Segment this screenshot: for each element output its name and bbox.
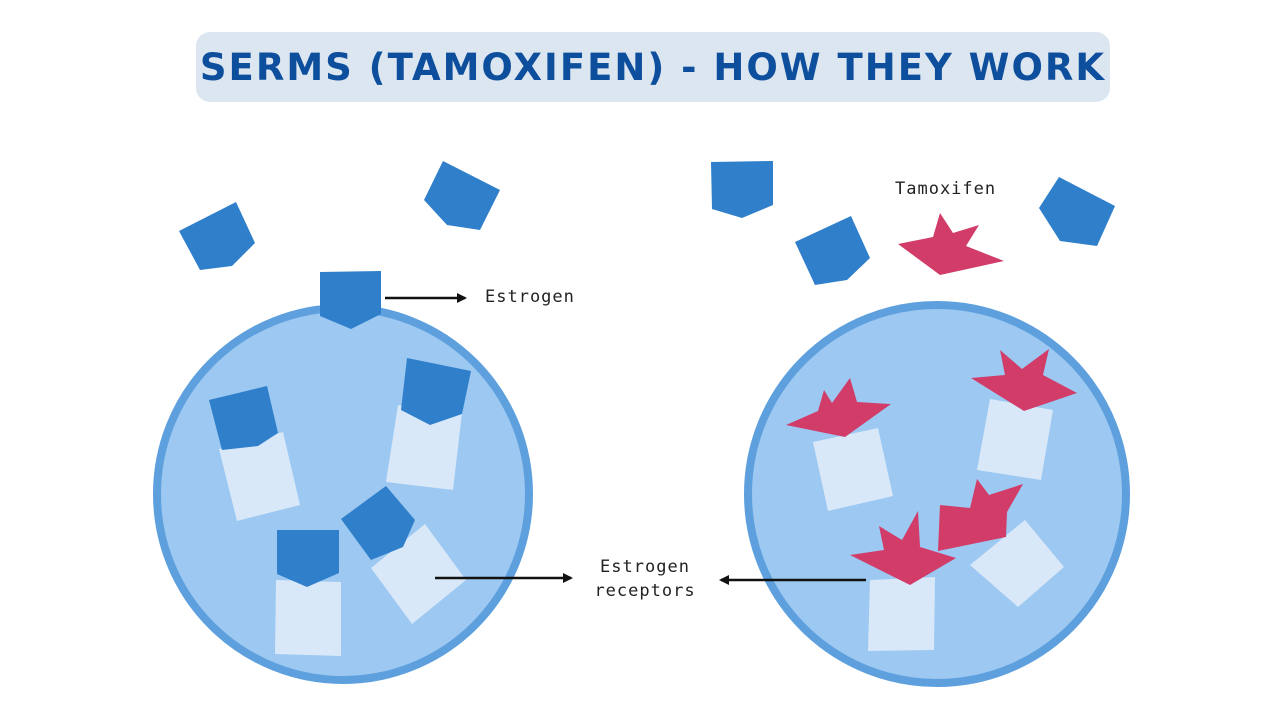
tamoxifen-molecule-bound — [850, 511, 956, 585]
estrogen-receptor — [813, 428, 893, 511]
estrogen-receptor — [970, 520, 1064, 607]
tamoxifen-molecule-bound — [786, 378, 891, 437]
estrogen-molecule-bound — [277, 530, 339, 587]
cell-right — [744, 301, 1130, 687]
estrogen-molecule — [711, 161, 773, 218]
estrogen-molecule — [179, 202, 255, 270]
title-banner: SERMS (TAMOXIFEN) - HOW THEY WORK — [196, 32, 1110, 102]
receptors-label-line2: receptors — [594, 581, 695, 601]
tamoxifen-molecule — [898, 213, 1004, 275]
receptor-group-right — [786, 349, 1077, 651]
estrogen-receptor — [219, 432, 300, 521]
estrogen-molecule-bound — [401, 358, 471, 425]
free-molecules-right — [711, 161, 1115, 285]
cell-left — [153, 304, 533, 684]
free-estrogen-molecules-left — [179, 161, 500, 270]
tamoxifen-label: Tamoxifen — [895, 179, 996, 199]
estrogen-label: Estrogen — [485, 287, 575, 307]
estrogen-receptor — [868, 577, 935, 651]
estrogen-receptor — [275, 580, 341, 656]
estrogen-receptor — [386, 405, 462, 490]
tamoxifen-molecule-bound — [938, 479, 1023, 551]
tamoxifen-molecule-bound — [971, 349, 1077, 411]
estrogen-molecule-labeled — [320, 271, 381, 329]
estrogen-molecule-bound — [209, 386, 278, 450]
estrogen-receptor — [977, 399, 1053, 480]
estrogen-molecule — [795, 216, 870, 285]
estrogen-molecule — [1039, 177, 1115, 246]
diagram-title: SERMS (TAMOXIFEN) - HOW THEY WORK — [199, 45, 1107, 89]
receptors-label-line1: Estrogen — [600, 557, 690, 577]
estrogen-molecule — [424, 161, 500, 230]
receptor-group-left — [209, 358, 471, 656]
estrogen-molecule-bound — [341, 486, 415, 560]
